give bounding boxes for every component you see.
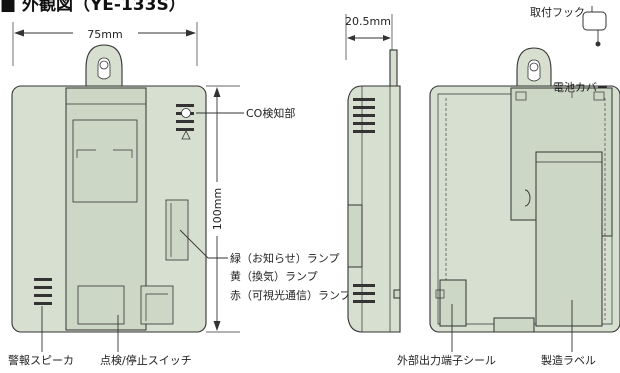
manufacturing-label-label: 製造ラベル	[541, 353, 596, 367]
external-terminal-label: 外部出力端子シール	[397, 353, 496, 367]
depth-dimension: 20.5mm	[345, 15, 391, 28]
green-lamp-label: 緑（お知らせ）ランプ	[230, 251, 339, 265]
battery-cover-label: 電池カバー	[553, 81, 608, 94]
switch-label: 点検/停止スイッチ	[100, 353, 192, 367]
width-dimension: 75mm	[87, 28, 122, 41]
yellow-lamp-label: 黄（換気）ランプ	[230, 269, 318, 283]
side-view: 20.5mm	[345, 14, 401, 333]
speaker-label: 警報スピーカ	[8, 353, 74, 367]
diagram-title: ■ 外観図（YE-133S）	[0, 0, 186, 15]
hook-label: 取付フック	[530, 6, 585, 19]
red-lamp-label: 赤（可視光通信）ランプ	[230, 288, 351, 302]
co-sensor-label: CO検知部	[246, 106, 295, 120]
back-view: 取付フック 電池カバー 外部出力端子シール 製造ラベル	[397, 6, 620, 367]
front-view: 75mm	[8, 22, 351, 367]
height-dimension: 100mm	[211, 188, 224, 230]
